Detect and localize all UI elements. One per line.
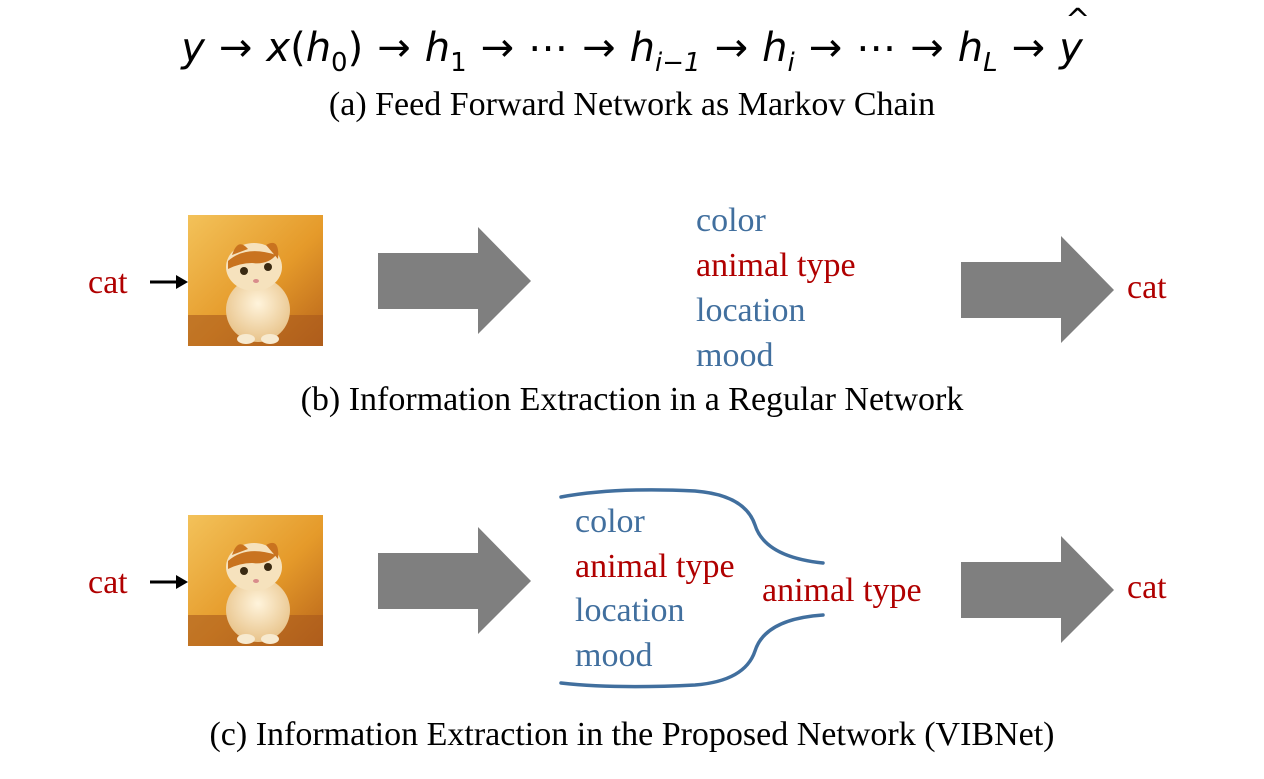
eq-x: x bbox=[266, 25, 291, 71]
panel-b-feature-color: color bbox=[696, 202, 766, 239]
eq-arrow: → bbox=[1011, 25, 1046, 71]
eq-h1: h bbox=[424, 25, 451, 71]
eq-ellipsis: ⋯ bbox=[856, 25, 897, 71]
panel-c-extraction-arrow bbox=[378, 527, 531, 634]
caption-b: (b) Information Extraction in a Regular … bbox=[300, 381, 964, 418]
eq-ellipsis: ⋯ bbox=[528, 25, 569, 71]
markov-chain-equation: y→x(h0)→h1→⋯→hi−1→hi→⋯→hL→y bbox=[0, 6, 1264, 78]
eq-y-hat: y bbox=[1059, 6, 1090, 68]
panel-c-feature-color: color bbox=[575, 503, 645, 540]
eq-y: y bbox=[181, 25, 205, 71]
eq-arrow: → bbox=[480, 25, 515, 71]
panel-c-output-label: cat bbox=[1127, 569, 1167, 606]
eq-rparen: ) bbox=[347, 25, 364, 71]
panel-c-input-label: cat bbox=[88, 564, 128, 601]
caption-a: (a) Feed Forward Network as Markov Chain bbox=[328, 86, 936, 123]
panel-b-feature-animal-type: animal type bbox=[696, 247, 856, 284]
panel-c-cat-photo bbox=[188, 515, 323, 646]
panel-b-feature-mood: mood bbox=[696, 337, 774, 374]
panel-b-input-arrow bbox=[150, 275, 188, 289]
panel-c-input-arrow bbox=[150, 575, 188, 589]
eq-h-L: h bbox=[957, 25, 984, 71]
panel-b-output-arrow bbox=[961, 236, 1114, 343]
panel-c-bottleneck-label: animal type bbox=[762, 572, 922, 609]
eq-arrow: → bbox=[377, 25, 411, 71]
panel-c-feature-location: location bbox=[575, 592, 685, 629]
eq-sub-0: 0 bbox=[331, 48, 348, 78]
panel-b-output-label: cat bbox=[1127, 269, 1167, 306]
panel-c-feature-mood: mood bbox=[575, 637, 653, 674]
eq-arrow: → bbox=[910, 25, 944, 71]
eq-sub-L: L bbox=[983, 48, 998, 78]
caption-c: (c) Information Extraction in the Propos… bbox=[209, 716, 1055, 753]
eq-h-i: h bbox=[762, 25, 788, 71]
panel-b-extraction-arrow bbox=[378, 227, 531, 334]
panel-b-feature-location: location bbox=[696, 292, 806, 329]
panel-b-input-label: cat bbox=[88, 264, 128, 301]
eq-lparen: ( bbox=[290, 25, 306, 71]
panel-b-cat-photo bbox=[188, 215, 323, 346]
eq-sub-i: i bbox=[787, 48, 795, 78]
panel-c-bottleneck-brace bbox=[559, 488, 825, 689]
eq-sub-1: 1 bbox=[450, 48, 467, 78]
eq-sub-i-minus-1: i−1 bbox=[655, 48, 701, 78]
eq-arrow: → bbox=[582, 25, 616, 71]
panel-c-feature-animal-type: animal type bbox=[575, 548, 735, 585]
eq-arrow: → bbox=[808, 25, 843, 71]
eq-h0: h bbox=[305, 25, 332, 71]
eq-h-i-minus-1: h bbox=[629, 25, 656, 71]
eq-arrow: → bbox=[714, 25, 749, 71]
panel-c-output-arrow bbox=[961, 536, 1114, 643]
eq-arrow: → bbox=[218, 25, 253, 71]
